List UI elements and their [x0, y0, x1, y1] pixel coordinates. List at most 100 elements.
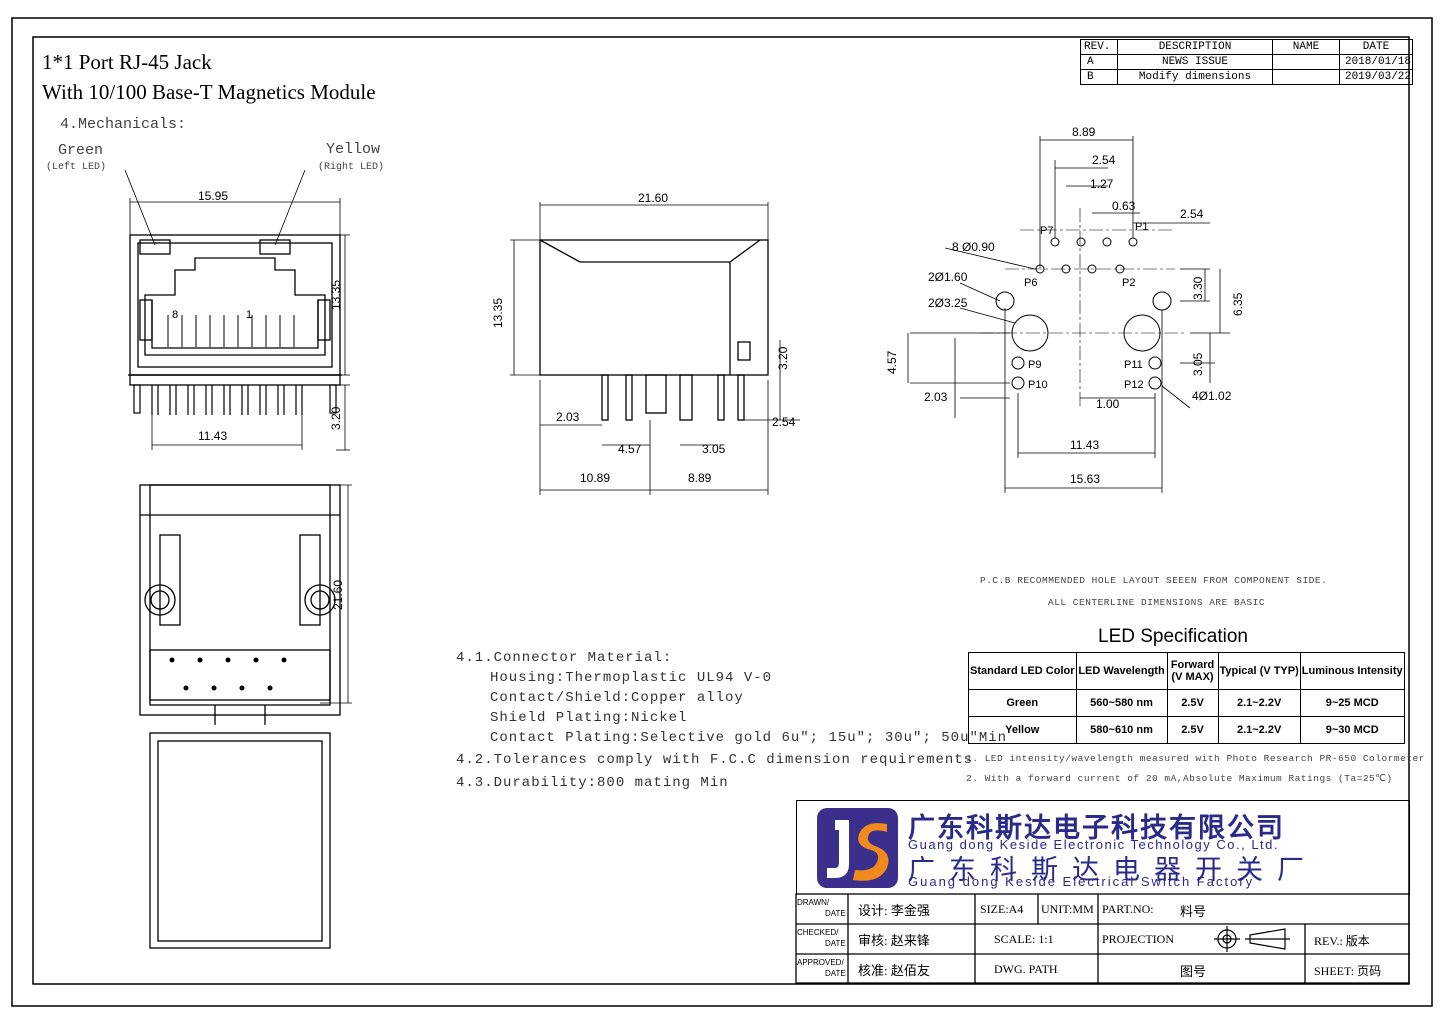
led-cell: 9~25 MCD	[1299, 689, 1405, 717]
led-cell: Yellow	[968, 716, 1077, 744]
front-pin-span-dim: 11.43	[198, 429, 227, 443]
company-block	[796, 800, 1410, 895]
date-label-text: DATE	[825, 939, 846, 948]
part-no-label: PART.NO:	[1102, 902, 1154, 916]
title-line-2: With 10/100 Base-T Magnetics Module	[42, 80, 376, 104]
reviewer-field: 审核: 赵来锋	[858, 933, 930, 948]
bottom-view-drawing: 21.60	[139, 484, 352, 949]
revision-row: B Modify dimensions 2019/03/22	[1080, 69, 1413, 85]
pcb-1563-dim: 15.63	[1070, 472, 1100, 486]
led-cell: 9~30 MCD	[1299, 716, 1405, 744]
pcb-note-1: P.C.B RECOMMENDED HOLE LAYOUT SEEEN FROM…	[980, 575, 1328, 586]
led-cell: 560~580 nm	[1075, 689, 1168, 717]
materials-heading: 4.1.Connector Material:	[456, 650, 673, 666]
side-height-dim: 13.35	[491, 298, 505, 328]
unit-field: UNIT:MM	[1041, 902, 1094, 916]
led-cell: 580~610 nm	[1075, 716, 1168, 744]
led-note-1: 1. LED intensity/wavelength measured wit…	[966, 753, 1425, 764]
part-no-value: 料号	[1180, 904, 1207, 919]
name-header: NAME	[1272, 39, 1340, 55]
date-cell: 2019/03/22	[1339, 69, 1413, 85]
side-889-dim: 8.89	[688, 471, 712, 485]
pin-p9-label: P9	[1028, 359, 1041, 371]
revision-table: REV. DESCRIPTION NAME DATE A NEWS ISSUE …	[1080, 39, 1413, 85]
pcb-note-2: ALL CENTERLINE DIMENSIONS ARE BASIC	[1048, 597, 1266, 608]
pin-1-label: 1	[246, 309, 252, 321]
pin-p7-label: P7	[1040, 225, 1053, 237]
led-spec-header-row: Standard LED Color LED Wavelength Forwar…	[968, 652, 1405, 690]
material-contact: Contact/Shield:Copper alloy	[490, 690, 744, 706]
side-203-dim: 2.03	[556, 410, 580, 424]
pcb-127-dim: 1.27	[1090, 177, 1114, 191]
drawing-no-field: 图号	[1180, 964, 1207, 979]
tolerances-note: 4.2.Tolerances comply with F.C.C dimensi…	[456, 752, 974, 768]
front-width-dim: 15.95	[198, 189, 228, 203]
title-block-grid	[795, 893, 1410, 984]
pcb-889-dim: 8.89	[1072, 125, 1096, 139]
company-name-cn-1: 广东科斯达电子科技有限公司	[908, 813, 1285, 843]
pin-8-label: 8	[172, 309, 178, 321]
front-view-drawing: 15.95 13.35 11.43 3.20 8 1	[124, 169, 350, 451]
pcb-holes8-dim: 8 Ø0.90	[952, 240, 995, 254]
company-name-en-1: Guang dong Keside Electronic Technology …	[908, 837, 1280, 852]
pcb-063-dim: 0.63	[1112, 199, 1136, 213]
scale-field: SCALE: 1:1	[994, 932, 1054, 946]
led-header-color: Standard LED Color	[968, 652, 1077, 690]
pcb-305-dim: 3.05	[1191, 352, 1205, 376]
front-pin-length-dim: 3.20	[329, 406, 343, 430]
side-305-dim: 3.05	[702, 442, 726, 456]
led-header-intensity: Luminous Intensity	[1299, 652, 1405, 690]
led-spec-table: Standard LED Color LED Wavelength Forwar…	[968, 652, 1405, 744]
bottom-depth-dim: 21.60	[331, 580, 345, 610]
description-cell: NEWS ISSUE	[1117, 54, 1273, 70]
pcb-635-dim: 6.35	[1231, 292, 1245, 316]
date-label-text: DATE	[825, 969, 846, 978]
side-1089-dim: 10.89	[580, 471, 610, 485]
green-led-sublabel: (Left LED)	[46, 162, 107, 173]
pcb-330-dim: 3.30	[1191, 276, 1205, 300]
revision-header-row: REV. DESCRIPTION NAME DATE	[1080, 39, 1413, 55]
pcb-layout-drawing: 8.89 2.54 1.27 0.63 2.54 8 Ø0.90 2Ø1.60 …	[885, 125, 1245, 493]
side-view-drawing: 21.60 13.35 2.03 4.57 3.05 2.54 10.89 8.…	[491, 191, 800, 495]
approved-label-text: APPROVED/	[797, 958, 844, 967]
led-spec-row: Green 560~580 nm 2.5V 2.1~2.2V 9~25 MCD	[968, 689, 1405, 717]
led-cell: Green	[968, 689, 1077, 717]
pin-p10-label: P10	[1028, 379, 1048, 391]
pin-p1-label: P1	[1135, 221, 1148, 233]
pin-p11-label: P11	[1124, 359, 1143, 371]
projection-symbol-icon	[1214, 926, 1290, 952]
pin-p6-label: P6	[1024, 277, 1037, 289]
front-height-dim: 13.35	[329, 280, 343, 310]
led-spec-row: Yellow 580~610 nm 2.5V 2.1~2.2V 9~30 MCD	[968, 716, 1405, 744]
revision-row: A NEWS ISSUE 2018/01/18	[1080, 54, 1413, 70]
checked-label-text: CHECKED/	[797, 928, 839, 937]
durability-note: 4.3.Durability:800 mating Min	[456, 775, 729, 791]
rev-field: REV.: 版本	[1314, 934, 1370, 948]
led-header-wavelength: LED Wavelength	[1075, 652, 1168, 690]
yellow-led-sublabel: (Right LED)	[318, 162, 385, 173]
section-heading: 4.Mechanicals:	[60, 116, 187, 133]
pin-p2-label: P2	[1122, 277, 1135, 289]
checked-label: CHECKED/DATE	[797, 927, 846, 949]
company-name-cn-2: 广东科斯达电器开关厂	[908, 855, 1318, 885]
company-name-en-2: Guang dong Keside Electrical Switch Fact…	[908, 874, 1255, 889]
pcb-100-dim: 1.00	[1096, 397, 1120, 411]
company-logo-icon	[817, 808, 898, 888]
side-254-dim: 2.54	[772, 415, 796, 429]
drawn-label: DRAWN/DATE	[797, 897, 846, 919]
name-cell	[1272, 54, 1340, 70]
pcb-h160-dim: 2Ø1.60	[928, 270, 968, 284]
dwg-path-field: DWG. PATH	[994, 962, 1058, 976]
drawn-label-text: DRAWN/	[797, 898, 830, 907]
rev-cell: A	[1080, 54, 1118, 70]
side-length-dim: 21.60	[638, 191, 668, 205]
material-housing: Housing:Thermoplastic UL94 V-0	[490, 670, 773, 686]
projection-label: PROJECTION	[1102, 932, 1175, 946]
led-cell: 2.5V	[1166, 689, 1219, 717]
date-cell: 2018/01/18	[1339, 54, 1413, 70]
led-spec-title: LED Specification	[1098, 626, 1248, 647]
pcb-457-dim: 4.57	[885, 350, 899, 374]
pcb-h102-dim: 4Ø1.02	[1192, 389, 1232, 403]
